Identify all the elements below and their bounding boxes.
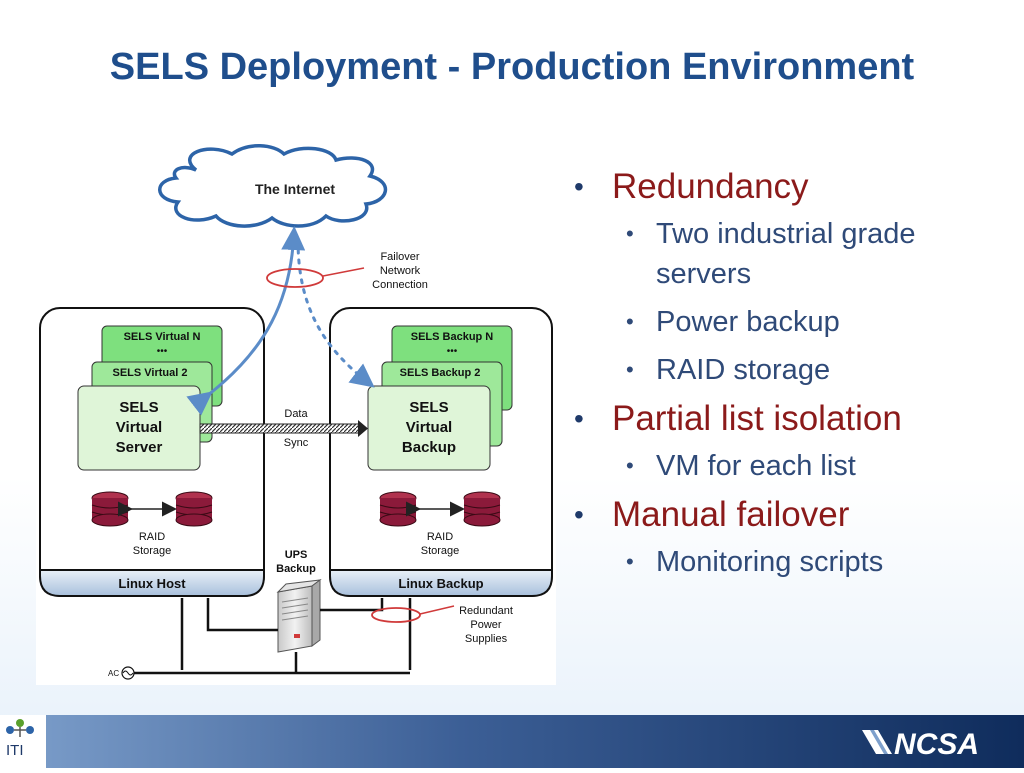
iti-logo: ITI [6, 719, 34, 759]
sub-bullet-list: •Two industrial grade servers •Power bac… [612, 214, 1012, 390]
backup-line-1: SELS [409, 399, 448, 416]
ac-source: AC [108, 666, 135, 680]
raid-line-1: RAID [139, 531, 165, 543]
data-label: Data [284, 408, 308, 420]
bullet-label: Partial list isolation [612, 399, 902, 438]
bullet-label: Manual failover [612, 495, 850, 534]
sub-bullet: •Two industrial grade servers [626, 218, 916, 290]
raid-backup-line-2: Storage [421, 545, 460, 557]
failover-line-3: Connection [372, 279, 428, 291]
primary-link [186, 226, 306, 416]
slide-title: SELS Deployment - Production Environment [109, 46, 915, 88]
deployment-diagram: The Internet Linux Host Linux Backup SEL… [36, 140, 556, 685]
ac-label: AC [108, 669, 119, 678]
failover-line-2: Network [380, 265, 421, 277]
redundant-line-3: Supplies [465, 633, 508, 645]
failover-annotation: Failover Network Connection [266, 251, 428, 291]
backup-2-label: SELS Backup 2 [400, 367, 481, 379]
backup-dots: ••• [447, 346, 458, 357]
power-lines [134, 598, 412, 675]
host-raid: RAID Storage [91, 491, 213, 557]
raid-line-2: Storage [133, 545, 172, 557]
bullet-isolation: •Partial list isolation •VM for each lis… [572, 398, 1012, 486]
linux-backup-label: Linux Backup [398, 576, 483, 591]
sub-bullet: •VM for each list [626, 450, 856, 482]
internet-cloud: The Internet [158, 144, 388, 228]
sync-label: Sync [284, 437, 309, 449]
sub-bullet: •Power backup [626, 306, 840, 338]
ups-line-1: UPS [285, 549, 308, 561]
sub-bullet-list: •VM for each list [612, 446, 1012, 486]
bullet-redundancy: •Redundancy •Two industrial grade server… [572, 166, 1012, 390]
bullet-list: •Redundancy •Two industrial grade server… [572, 160, 1012, 590]
redundant-line-1: Redundant [459, 605, 513, 617]
internet-label: The Internet [255, 181, 335, 197]
server-tower-icon [276, 579, 322, 653]
failover-line-1: Failover [380, 251, 419, 263]
backup-line-3: Backup [402, 439, 456, 456]
raid-backup-line-1: RAID [427, 531, 453, 543]
sub-bullet-list: •Monitoring scripts [612, 542, 1012, 582]
redundant-annotation: Redundant Power Supplies [371, 605, 513, 645]
disk-icon [175, 491, 213, 527]
server-line-3: Server [116, 439, 163, 456]
footer-bar [0, 715, 1024, 768]
virtual-n-label: SELS Virtual N [124, 331, 201, 343]
backup-line-2: Virtual [406, 419, 452, 436]
ncsa-logo: NCSA [862, 728, 979, 761]
virtual-dots: ••• [157, 346, 168, 357]
failover-link [296, 238, 375, 388]
ups-unit: UPS Backup [276, 549, 322, 653]
server-line-2: Virtual [116, 419, 162, 436]
redundant-line-2: Power [470, 619, 502, 631]
linux-host-label: Linux Host [118, 576, 186, 591]
ups-line-2: Backup [276, 563, 316, 575]
disk-icon [463, 491, 501, 527]
disk-icon [379, 491, 417, 527]
disk-icon [91, 491, 129, 527]
ncsa-text: NCSA [894, 728, 979, 761]
bullet-failover: •Manual failover •Monitoring scripts [572, 494, 1012, 582]
iti-text: ITI [6, 742, 24, 759]
sub-bullet: •Monitoring scripts [626, 546, 884, 578]
sub-bullet: •RAID storage [626, 354, 831, 386]
bullet-label: Redundancy [612, 167, 809, 206]
backup-raid: RAID Storage [379, 491, 501, 557]
virtual-2-label: SELS Virtual 2 [113, 367, 188, 379]
backup-virtual-stack: SELS Backup N ••• SELS Backup 2 SELS Vir… [367, 325, 513, 471]
server-line-1: SELS [119, 399, 158, 416]
iti-logo-area: ITI [0, 715, 46, 768]
backup-n-label: SELS Backup N [411, 331, 494, 343]
